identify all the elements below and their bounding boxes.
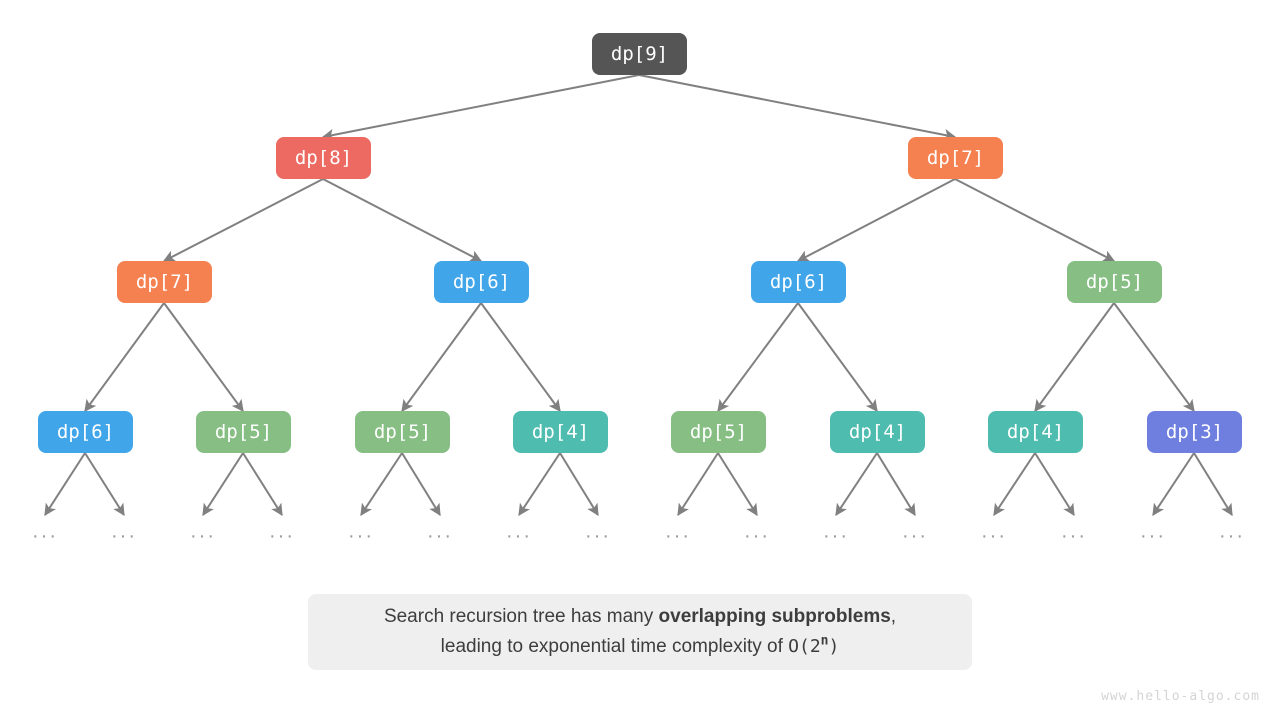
tree-edge — [1034, 302, 1115, 412]
ellipsis-marker: ··· — [744, 525, 770, 547]
ellipsis-marker: ··· — [32, 525, 58, 547]
caption-line2-prefix: leading to exponential time complexity o… — [440, 636, 789, 657]
tree-edge — [1034, 452, 1075, 517]
tree-edge — [480, 302, 561, 412]
node-dp-6-c[interactable]: dp[6] — [38, 411, 133, 453]
ellipsis-marker: ··· — [902, 525, 928, 547]
watermark: www.hello-algo.com — [1101, 689, 1260, 704]
node-dp-5-b[interactable]: dp[5] — [196, 411, 291, 453]
tree-edge — [876, 452, 916, 517]
tree-edge — [797, 302, 878, 412]
tree-edge — [360, 452, 403, 517]
tree-edge — [518, 452, 561, 517]
tree-edge — [638, 74, 957, 141]
caption-line1-prefix: Search recursion tree has many — [383, 606, 659, 627]
tree-edge — [84, 452, 125, 517]
ellipsis-marker: ··· — [427, 525, 453, 547]
tree-edge — [677, 452, 719, 517]
ellipsis-marker: ··· — [665, 525, 691, 547]
ellipsis-marker: ··· — [823, 525, 849, 547]
node-dp-4-b[interactable]: dp[4] — [830, 411, 925, 453]
caption-box: Search recursion tree has many overlappi… — [308, 594, 972, 670]
caption-line1-suffix: , — [890, 606, 897, 627]
caption-line-2: leading to exponential time complexity o… — [441, 632, 840, 662]
ellipsis-marker: ··· — [348, 525, 374, 547]
ellipsis-marker: ··· — [1219, 525, 1245, 547]
ellipsis-marker: ··· — [269, 525, 295, 547]
node-dp-7-a[interactable]: dp[7] — [117, 261, 212, 303]
tree-edge — [1193, 452, 1233, 517]
node-dp-6-a[interactable]: dp[6] — [434, 261, 529, 303]
tree-edge — [835, 452, 878, 517]
tree-edge — [717, 302, 799, 412]
tree-edge — [1113, 302, 1195, 412]
tree-edge — [717, 452, 758, 517]
tree-edge — [84, 302, 165, 412]
tree-edge — [202, 452, 244, 517]
tree-edge — [1152, 452, 1195, 517]
tree-edge — [162, 178, 324, 262]
tree-edge — [401, 302, 482, 412]
tree-edge — [322, 178, 483, 262]
ellipsis-marker: ··· — [1140, 525, 1166, 547]
caption-line1-bold: overlapping subproblems — [658, 606, 891, 627]
ellipsis-marker: ··· — [190, 525, 216, 547]
tree-edge — [559, 452, 599, 517]
tree-edge — [993, 452, 1036, 517]
ellipsis-marker: ··· — [506, 525, 532, 547]
tree-edge — [242, 452, 283, 517]
tree-edge — [321, 74, 640, 141]
ellipsis-marker: ··· — [111, 525, 137, 547]
tree-edge — [163, 302, 244, 412]
ellipsis-marker: ··· — [1061, 525, 1087, 547]
node-dp-5-d[interactable]: dp[5] — [671, 411, 766, 453]
complexity-close: ) — [828, 636, 840, 657]
complexity-exponent: n — [820, 633, 829, 649]
complexity-base: O(2 — [788, 636, 821, 657]
node-dp-5-c[interactable]: dp[5] — [355, 411, 450, 453]
node-dp-4-a[interactable]: dp[4] — [513, 411, 608, 453]
node-dp-7[interactable]: dp[7] — [908, 137, 1003, 179]
node-dp-4-c[interactable]: dp[4] — [988, 411, 1083, 453]
tree-edge — [954, 178, 1116, 262]
tree-edge — [401, 452, 441, 517]
tree-edge — [44, 452, 86, 517]
ellipsis-marker: ··· — [585, 525, 611, 547]
caption-line-1: Search recursion tree has many overlappi… — [384, 602, 896, 632]
node-dp-8[interactable]: dp[8] — [276, 137, 371, 179]
tree-edge — [796, 178, 956, 262]
node-dp-6-b[interactable]: dp[6] — [751, 261, 846, 303]
node-dp-9[interactable]: dp[9] — [592, 33, 687, 75]
ellipsis-marker: ··· — [981, 525, 1007, 547]
node-dp-3[interactable]: dp[3] — [1147, 411, 1242, 453]
node-dp-5-a[interactable]: dp[5] — [1067, 261, 1162, 303]
